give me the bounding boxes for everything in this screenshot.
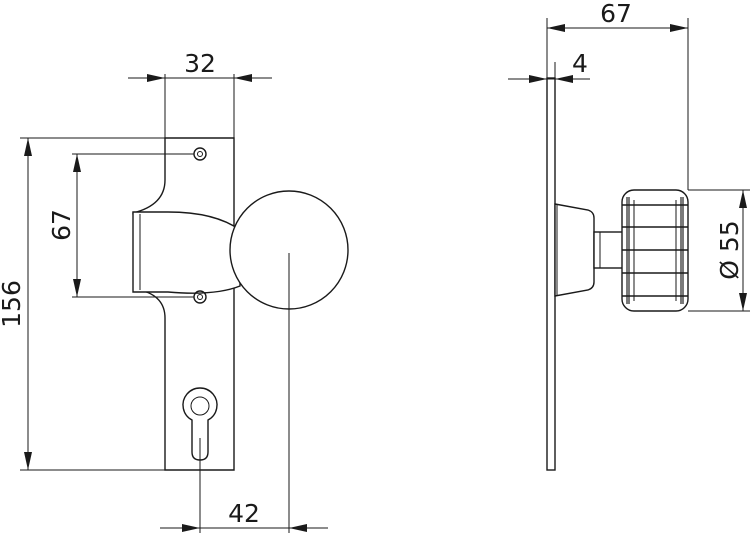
dim-knob-to-keyhole-label: 42 [228, 499, 260, 528]
side-rosette [554, 203, 595, 297]
dim-knob-diameter-label: Ø 55 [715, 220, 744, 279]
knob-neck [132, 211, 241, 294]
dim-plate-width-label: 32 [184, 49, 216, 78]
dim-overall-depth-label: 67 [600, 0, 632, 28]
dim-plate-thickness-label: 4 [572, 49, 588, 78]
dim-knob-diameter: Ø 55 [688, 189, 750, 312]
dim-knob-to-keyhole: 42 [160, 253, 328, 533]
side-knob [621, 189, 689, 312]
front-view [132, 137, 349, 471]
side-view [546, 77, 689, 471]
keyhole [182, 387, 218, 461]
side-spindle [593, 231, 625, 269]
back-plate [132, 137, 235, 471]
dim-total-height: 156 [0, 137, 165, 471]
dim-plate-width: 32 [128, 49, 272, 138]
side-plate [546, 77, 556, 471]
dim-overall-depth: 67 [546, 0, 689, 190]
dim-total-height-label: 156 [0, 280, 26, 328]
dim-plate-thickness: 4 [508, 49, 590, 83]
dim-hole-spacing: 67 [47, 153, 194, 298]
dim-hole-spacing-label: 67 [47, 209, 76, 241]
